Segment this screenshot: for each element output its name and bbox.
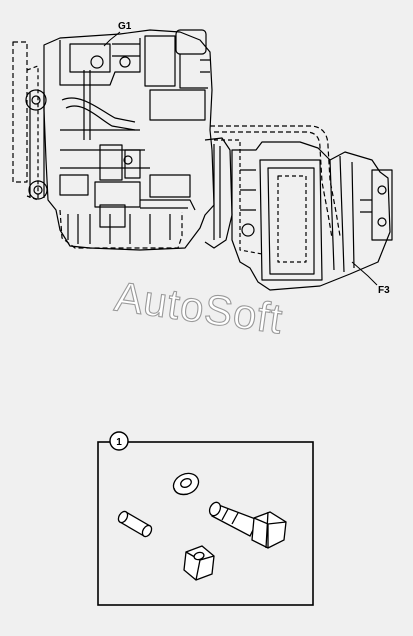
callout-label-right: F3	[378, 285, 390, 296]
fan-pulley	[25, 89, 47, 111]
callout-leader-right	[351, 261, 378, 286]
detail-frame	[97, 441, 314, 606]
transmission-housing	[231, 141, 391, 291]
detail-box: 1	[97, 431, 314, 606]
oil-pan-outline	[59, 209, 183, 249]
callout-leaders	[103, 31, 378, 286]
hex-nut-part	[183, 545, 215, 581]
callout-leader-top	[103, 31, 121, 47]
washer-part	[172, 472, 200, 496]
flywheel-housing	[204, 137, 233, 249]
hex-bolt-part	[208, 501, 287, 549]
detail-number: 1	[116, 437, 122, 448]
control-linkage-dashed	[210, 125, 341, 237]
dowel-pin-part	[117, 510, 153, 538]
detail-number-circle	[109, 431, 129, 451]
engine-block-outline	[43, 29, 215, 251]
fan-shroud-outline	[12, 41, 28, 183]
engine-assembly-drawing	[12, 29, 393, 291]
callout-label-top: G1	[118, 21, 132, 32]
